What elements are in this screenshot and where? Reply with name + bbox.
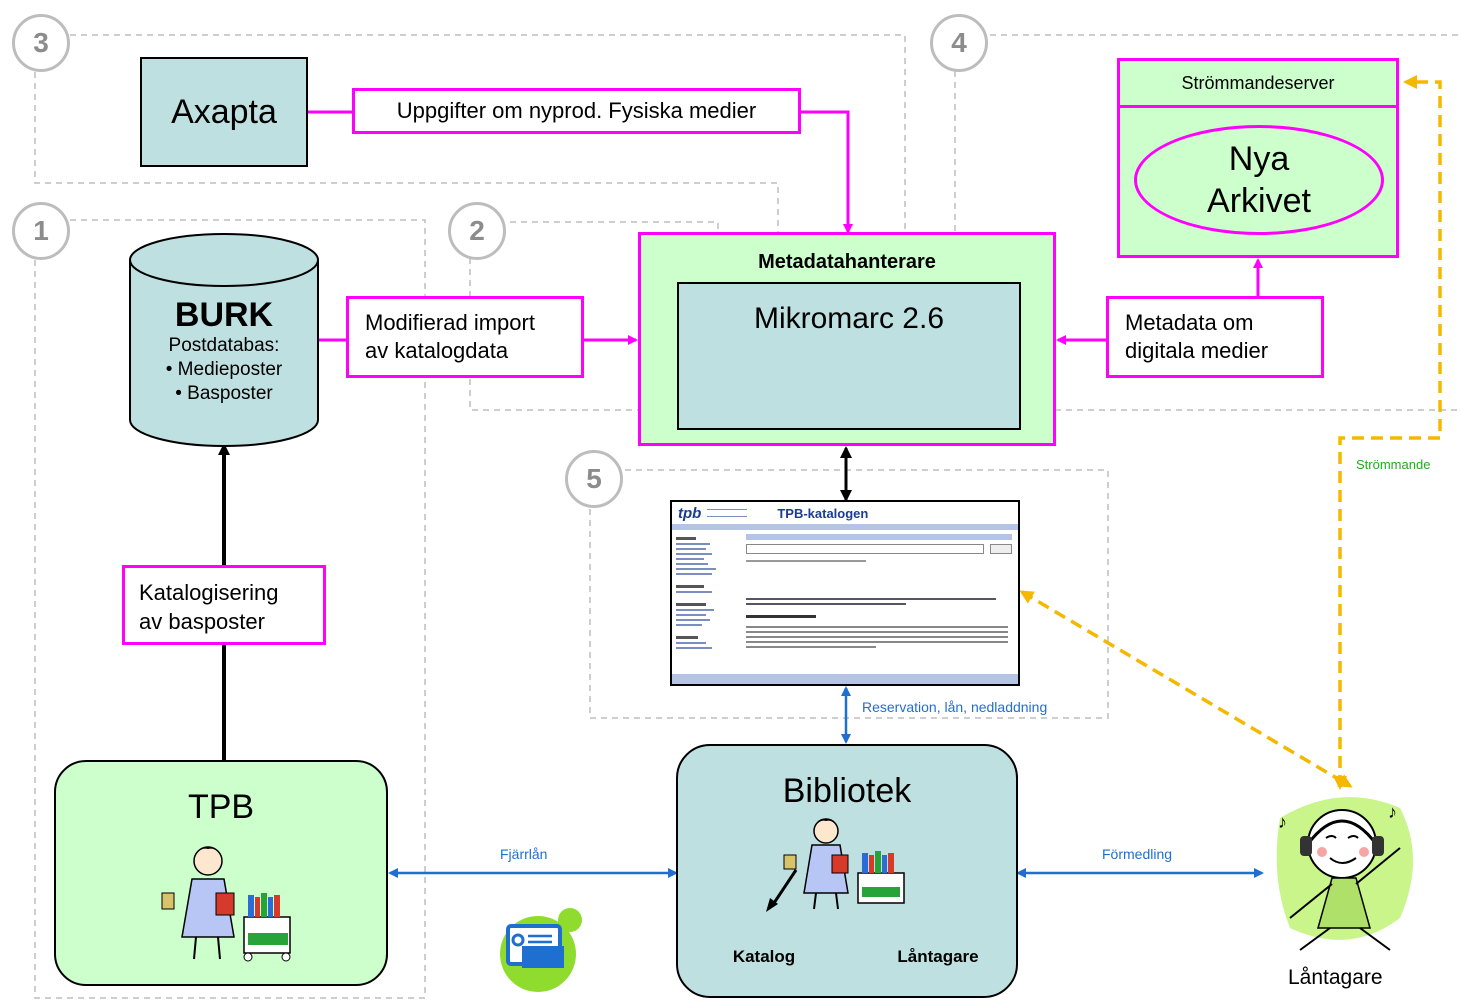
nya-arkivet-line1: Nya [1228, 140, 1290, 178]
reservation-edge-label: Reservation, lån, nedladdning [862, 699, 1048, 715]
email-card-icon [500, 908, 582, 992]
burk-node: BURK Postdatabas: • Medieposter • Baspos… [130, 296, 318, 406]
group-5-badge: 5 [565, 450, 623, 508]
cataloging-flow-line2: av basposter [139, 609, 265, 634]
opac-to-borrower-arrow [1019, 590, 1353, 788]
burk-title: BURK [174, 296, 274, 334]
nya-arkivet-node: Nya Arkivet [1134, 125, 1384, 235]
mikromarc-node: Mikromarc 2.6 [677, 282, 1021, 430]
librarian-icon [161, 846, 291, 962]
metadata-manager-title: Metadatahanterare [758, 251, 936, 273]
streaming-edge-label: Strömmande [1356, 457, 1431, 472]
metadata-manager-node: Metadatahanterare Mikromarc 2.6 [638, 232, 1056, 446]
catalog-db-label: Katalog [732, 947, 796, 966]
digital-metadata-flow-label: Metadata om digitala medier [1106, 296, 1324, 378]
tpb-logo: tpb [678, 504, 702, 522]
group-2-badge: 2 [448, 202, 506, 260]
borrower-listening-icon: ♪ ♪ [1276, 797, 1413, 951]
screenshot-menubar [672, 524, 1018, 530]
digital-metadata-line1: Metadata om [1125, 310, 1254, 335]
import-flow-line1: Modifierad import [365, 310, 535, 335]
tpb-node: TPB [54, 760, 388, 986]
library-title: Bibliotek [782, 772, 912, 810]
cataloging-flow-line1: Katalogisering [139, 580, 279, 605]
svg-text:♪: ♪ [1278, 812, 1287, 832]
borrower-db-label: Låntagare [897, 947, 979, 966]
logo-tagline-lines [707, 509, 748, 517]
screenshot-footer [672, 674, 1018, 684]
screenshot-body [672, 530, 1018, 676]
streaming-server-title: Strömmandeserver [1120, 61, 1396, 108]
screenshot-main [740, 530, 1018, 676]
svg-text:♪: ♪ [1388, 802, 1397, 822]
library-librarian-icon [783, 818, 905, 910]
borrower-label: Låntagare [1288, 966, 1383, 989]
burk-item-medieposter: • Medieposter [165, 359, 283, 380]
axapta-flow-label: Uppgifter om nyprod. Fysiska medier [352, 88, 801, 134]
import-flow-label: Modifierad import av katalogdata [346, 296, 584, 378]
mediation-edge-label: Förmedling [1102, 846, 1173, 862]
library-node: Bibliotek [676, 744, 1018, 998]
nya-arkivet-line2: Arkivet [1207, 182, 1311, 220]
tpb-title: TPB [187, 788, 255, 826]
screenshot-sidebar [672, 530, 740, 676]
streaming-arrow [1333, 75, 1442, 790]
group-1-outline [34, 219, 426, 999]
streaming-server-node: Strömmandeserver Nya Arkivet [1117, 58, 1399, 258]
screenshot-title: TPB-katalogen [777, 505, 869, 521]
axapta-node: Axapta [140, 57, 308, 167]
interlibrary-edge-label: Fjärrlån [500, 846, 548, 862]
import-flow-line2: av katalogdata [365, 338, 509, 363]
group-4-badge: 4 [930, 14, 988, 72]
group-2-outline [469, 221, 1460, 411]
digital-metadata-line2: digitala medier [1125, 338, 1269, 363]
group-3-badge: 3 [12, 14, 70, 72]
group-4-outline [954, 34, 1460, 232]
burk-subtitle: Postdatabas: [168, 335, 280, 356]
burk-cylinder [129, 233, 319, 447]
flow-to-metadata-arrow [801, 110, 853, 234]
library-down-arrow [766, 869, 798, 912]
cataloging-flow-label: Katalogisering av basposter [122, 565, 326, 645]
screenshot-header: tpb TPB-katalogen [672, 502, 1018, 524]
catalog-screenshot: tpb TPB-katalogen [670, 500, 1020, 686]
burk-item-basposter: • Basposter [175, 383, 273, 404]
group-1-badge: 1 [12, 202, 70, 260]
